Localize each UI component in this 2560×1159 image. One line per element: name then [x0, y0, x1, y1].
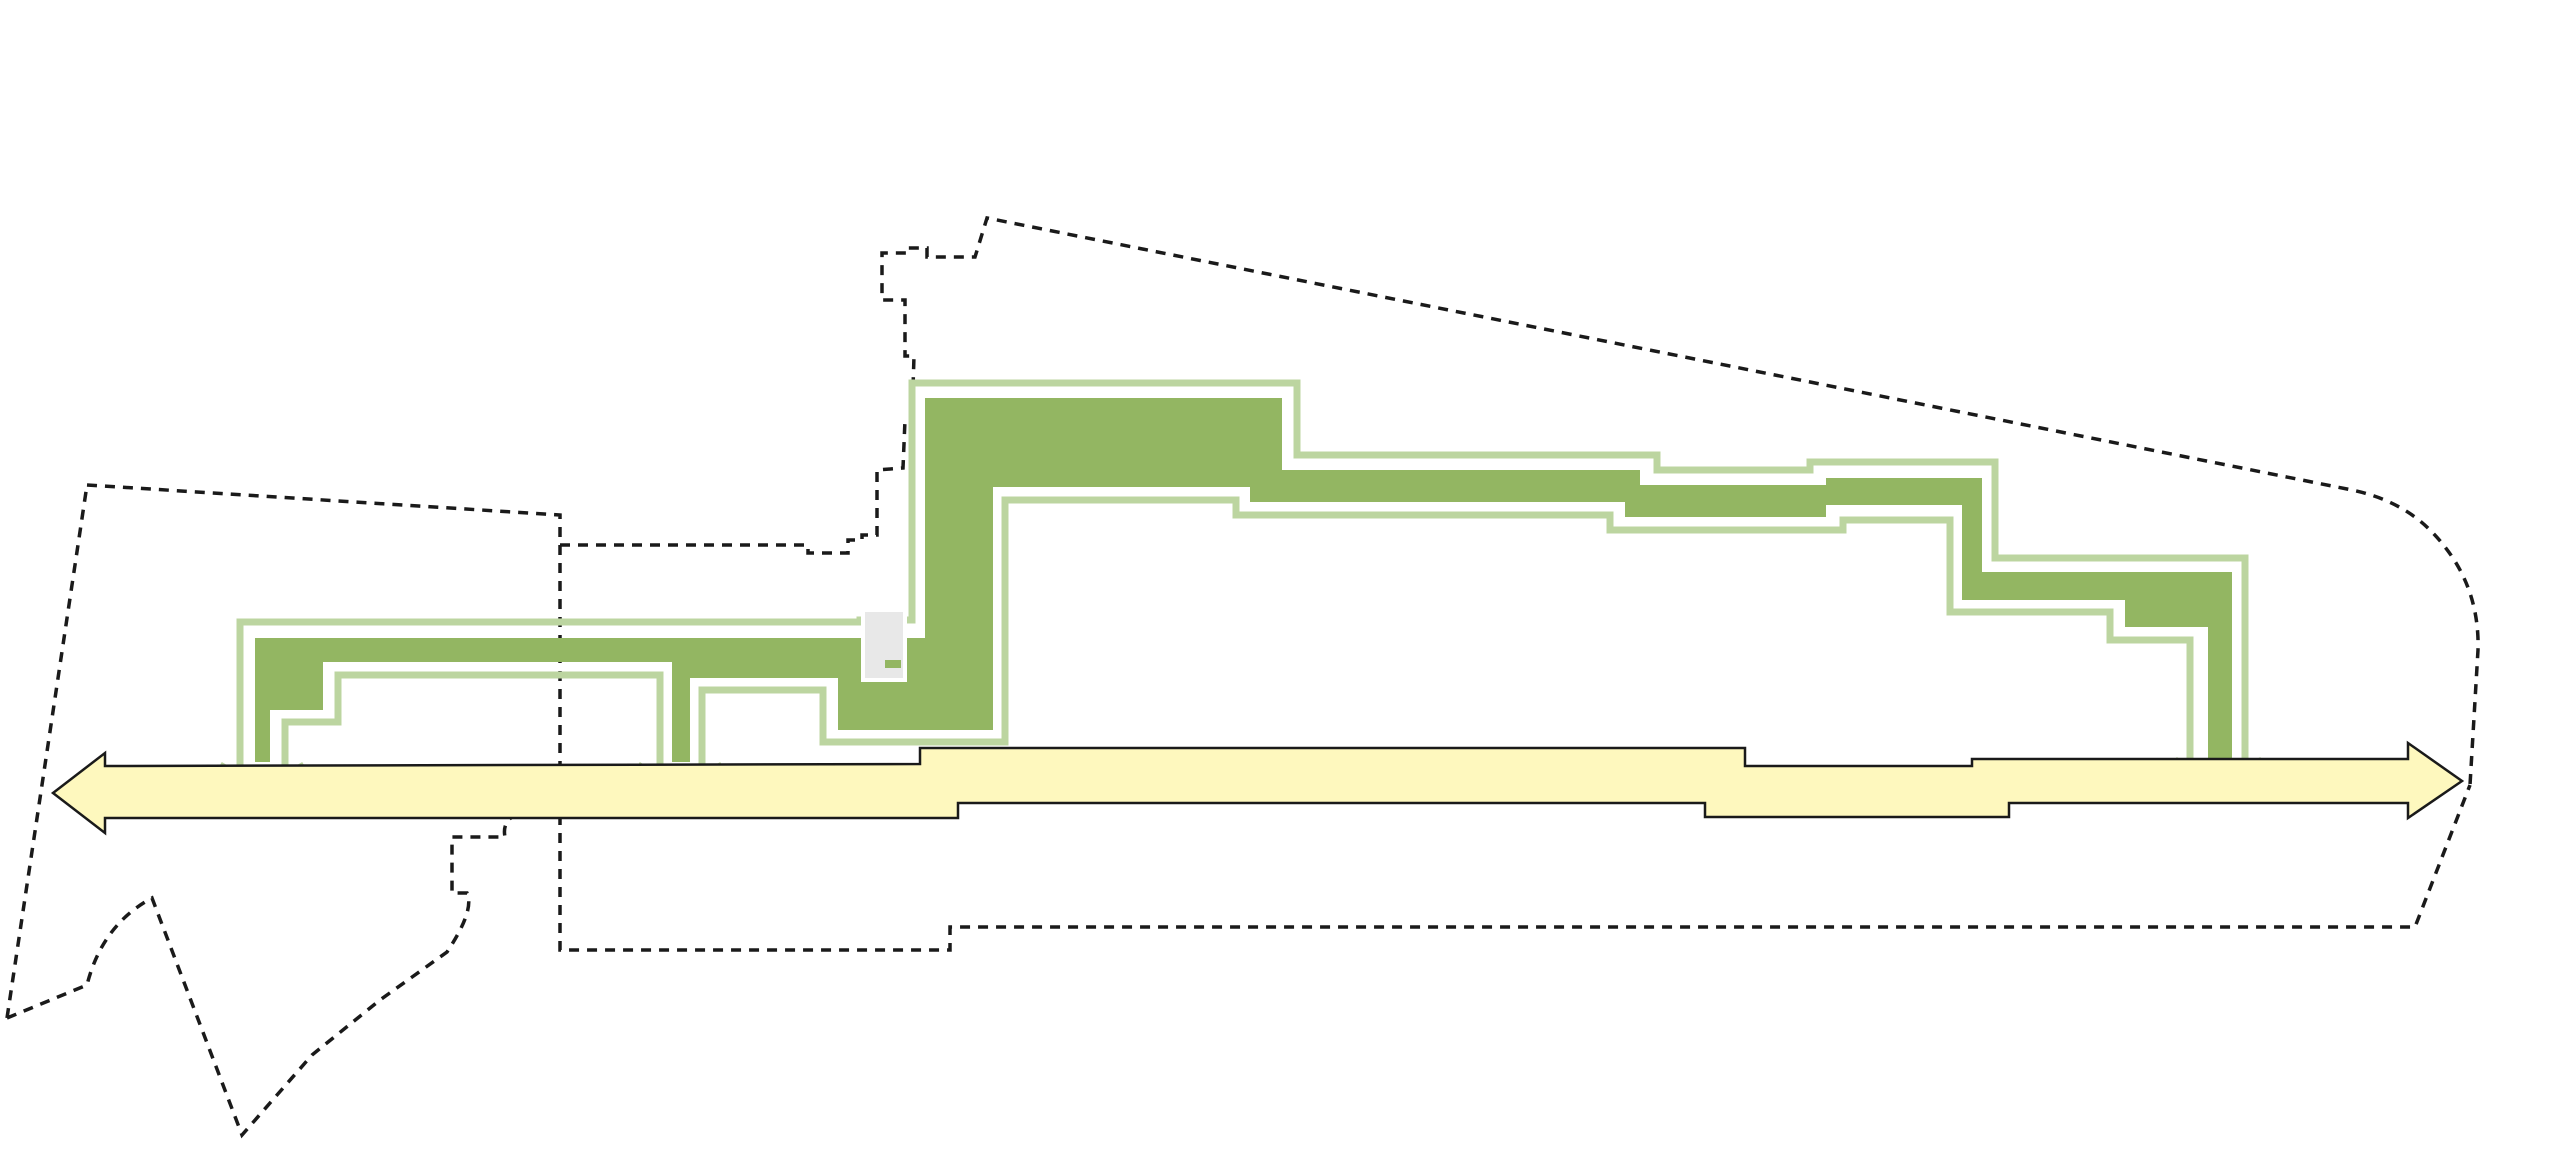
boundary-west-parcel	[5, 483, 2472, 1139]
outline-inner	[281, 496, 2194, 765]
boundary-east-parcel	[560, 215, 2480, 786]
yellow-corridor-double-arrow	[50, 740, 2465, 836]
green-outline-band	[236, 379, 2249, 765]
site-boundary	[5, 215, 2480, 1139]
building-detail	[885, 660, 901, 668]
outline-outer	[236, 379, 2249, 765]
small-building-block	[861, 608, 907, 682]
building-rect	[861, 608, 907, 682]
green-spine-band	[255, 398, 2232, 762]
